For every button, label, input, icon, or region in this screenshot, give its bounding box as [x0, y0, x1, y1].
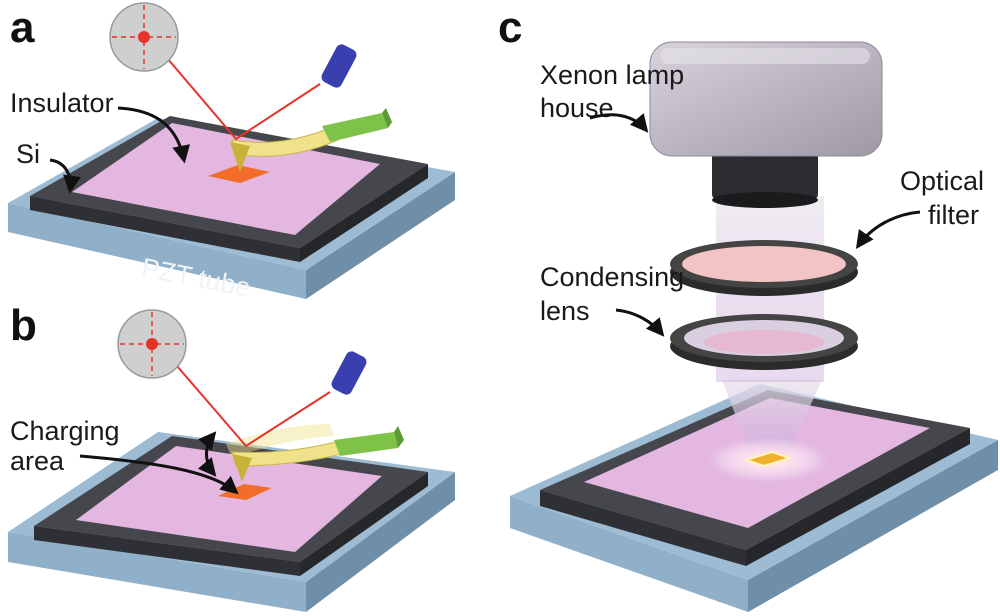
panel-c: c	[498, 3, 998, 612]
tip-a	[230, 142, 250, 172]
arrow-xenon	[589, 113, 649, 133]
detector-a	[109, 2, 179, 72]
panel-a-letter: a	[10, 3, 35, 52]
illuminated-spot	[742, 450, 794, 468]
holder-b	[334, 432, 398, 456]
panel-c-letter: c	[498, 3, 522, 52]
label-xenon-2: house	[540, 93, 614, 123]
label-charging-2: area	[10, 446, 65, 476]
insulator-layer-b	[76, 446, 382, 552]
lamp-nozzle	[712, 152, 818, 200]
xenon-lamp-house	[649, 41, 883, 157]
label-xenon-1: Xenon lamp	[540, 60, 684, 90]
holder-a	[322, 113, 388, 142]
charge-patch-a	[208, 165, 270, 183]
label-condensing-2: lens	[540, 296, 590, 326]
label-charging-1: Charging	[10, 416, 120, 446]
arrow-condensing-lens	[615, 308, 665, 337]
panel-a: a	[8, 2, 455, 303]
label-insulator: Insulator	[10, 88, 114, 118]
tip-b	[232, 454, 252, 482]
laser-beam-b	[157, 343, 331, 448]
label-optical-1: Optical	[900, 166, 984, 196]
charge-patch-b	[218, 484, 272, 500]
label-optical-2: filter	[928, 200, 979, 230]
label-condensing-1: Condensing	[540, 262, 684, 292]
arrow-si	[49, 158, 81, 194]
condensing-lens	[670, 314, 858, 370]
label-si: Si	[16, 139, 40, 169]
optical-filter	[670, 240, 858, 296]
panel-b-letter: b	[10, 301, 37, 350]
laser-source-a	[321, 44, 357, 88]
arrow-vibration	[197, 431, 217, 477]
arrow-insulator	[117, 106, 190, 164]
arrow-optical-filter	[855, 210, 921, 249]
laser-source-b	[331, 351, 367, 395]
light-cone	[722, 380, 822, 458]
panel-b: b Charging area	[8, 301, 455, 612]
arrow-charging-area	[79, 454, 239, 495]
laser-beam-a	[149, 37, 321, 141]
detector-b	[117, 309, 187, 379]
